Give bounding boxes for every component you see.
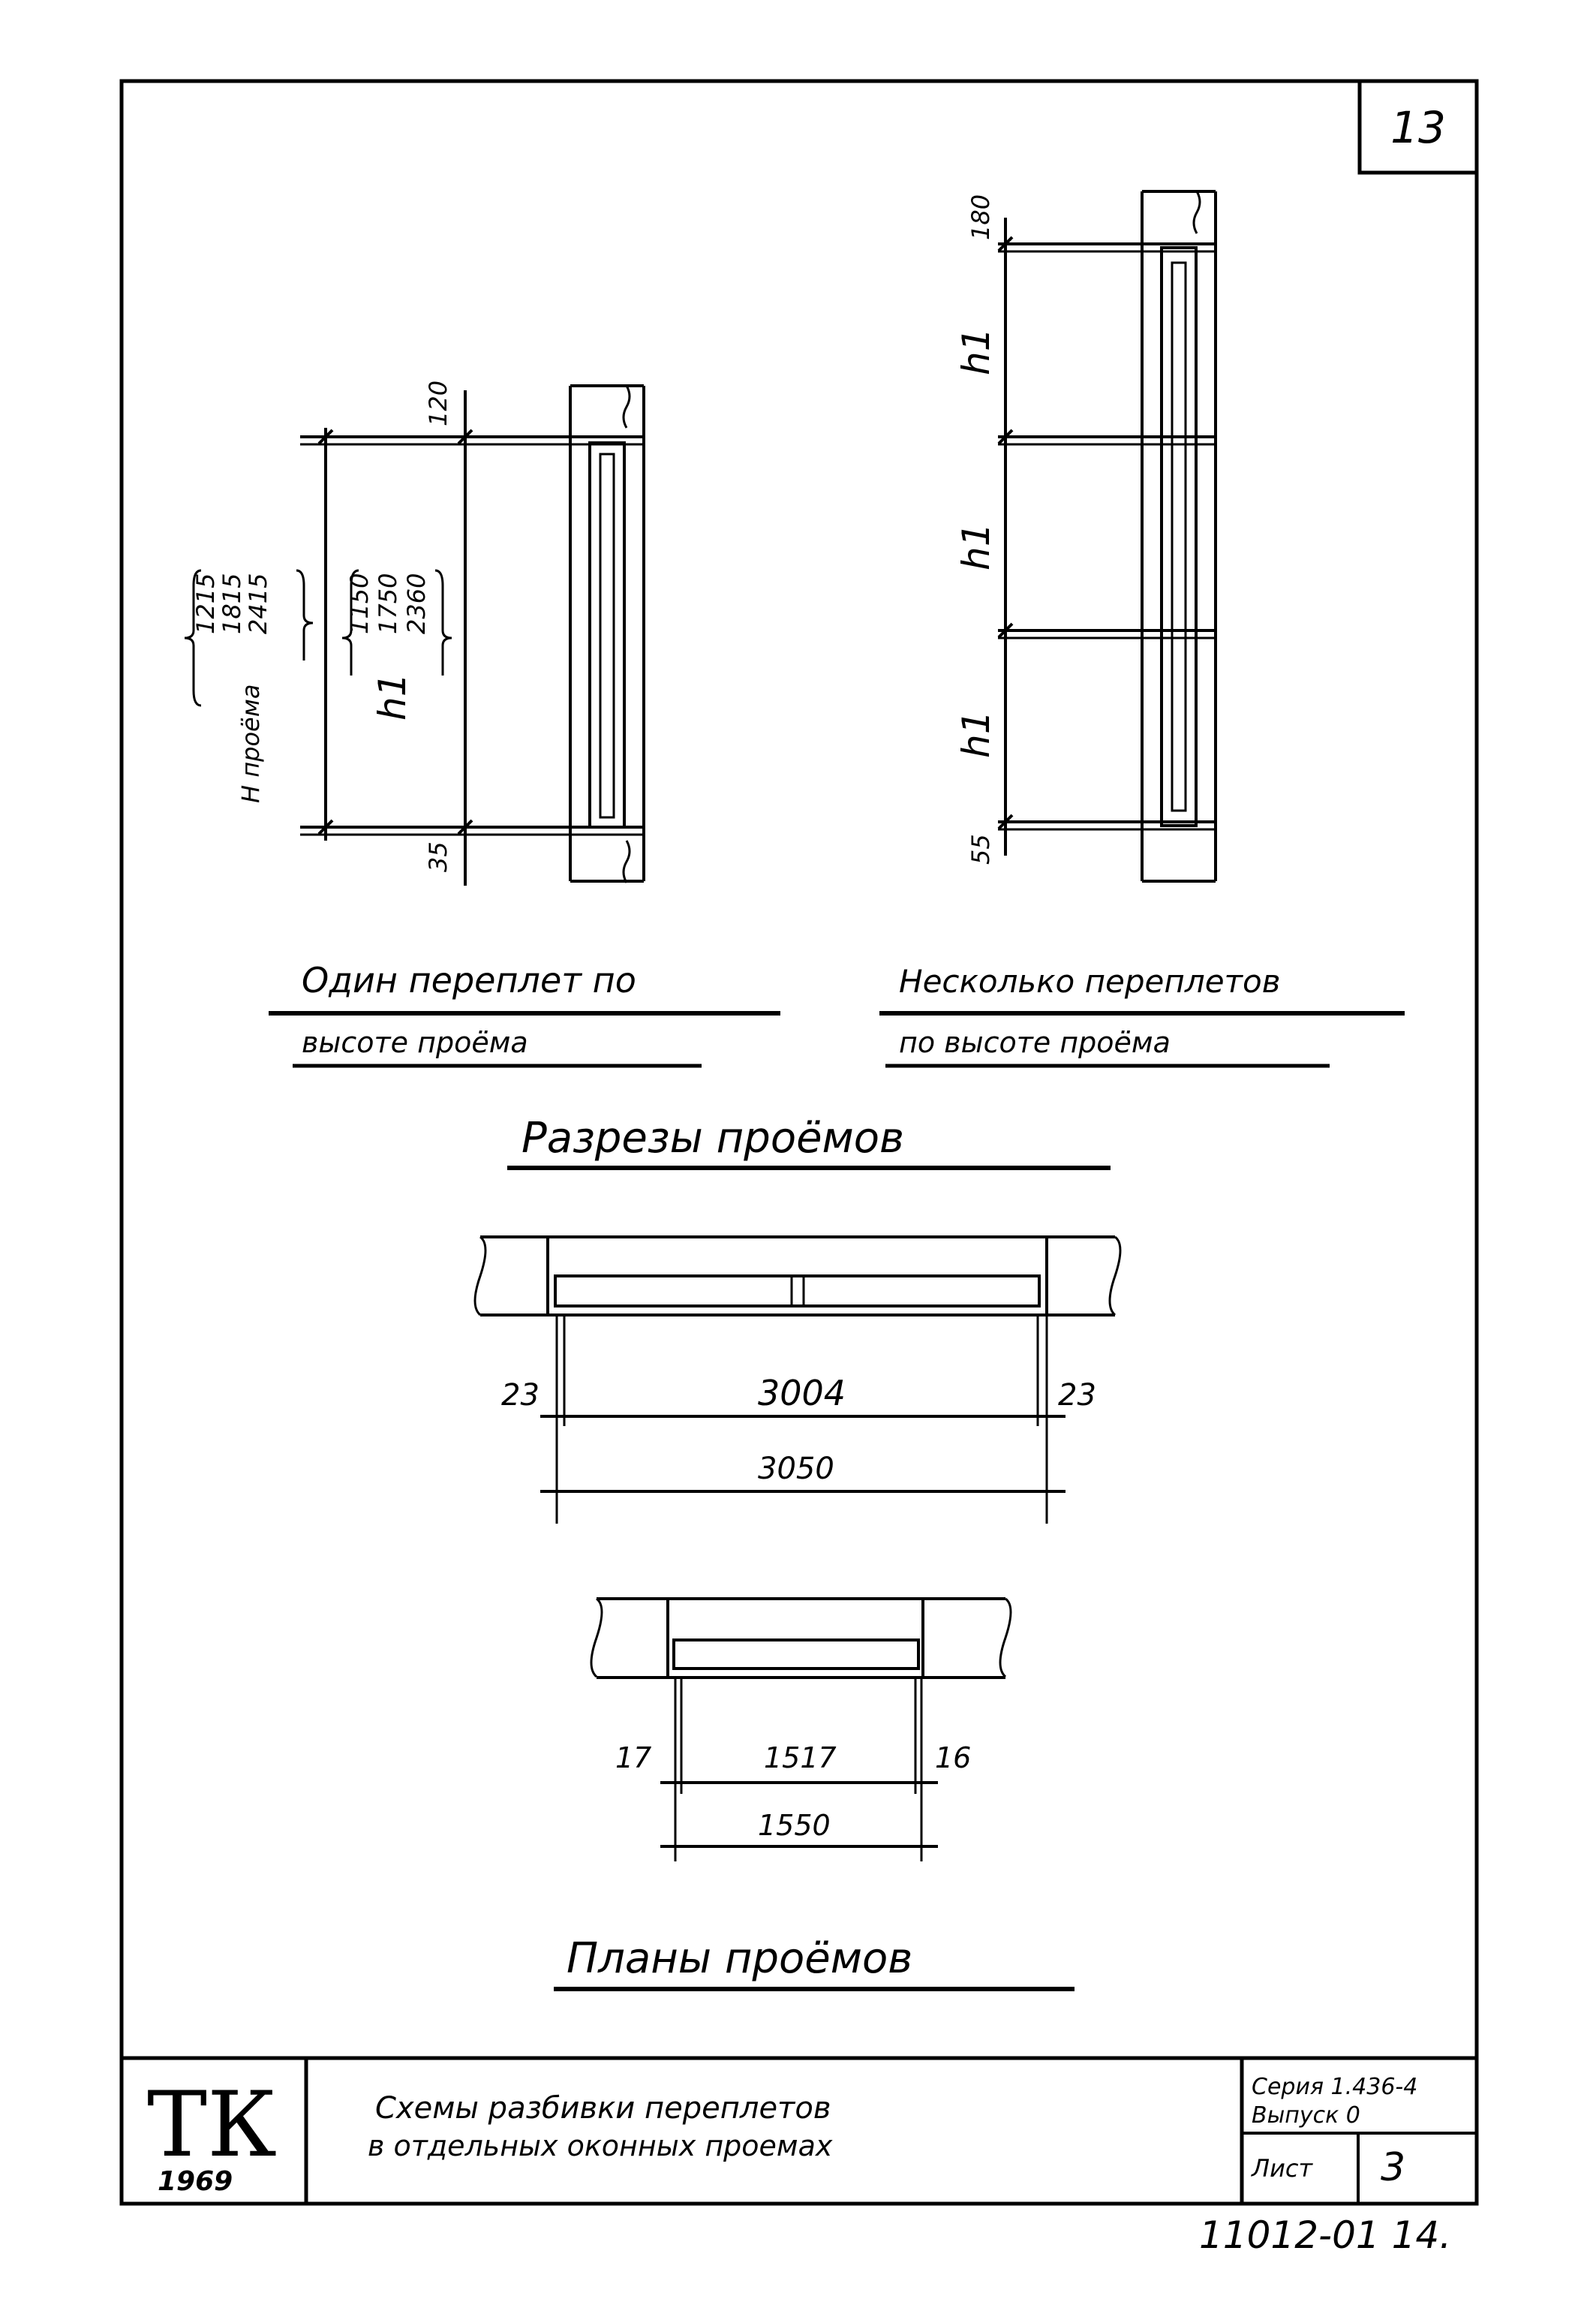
- plan-top: 23 3004 23 3050: [473, 1235, 1122, 1524]
- title-block: ТК 1969 Схемы разбивки переплетов в отде…: [122, 2056, 1477, 2204]
- h1-label-2: h1: [954, 522, 998, 570]
- dim-top-multi: 180: [966, 194, 995, 240]
- section-single-sash: 120 35 1215 1815 2415 H проёма 1150 1750…: [184, 381, 780, 1068]
- caption-multi-line1: Несколько переплетов: [899, 963, 1280, 1000]
- sheet-number-box: 13: [1357, 79, 1479, 175]
- h-value-2: 1815: [218, 573, 246, 634]
- title-line1: Схемы разбивки переплетов: [375, 2091, 831, 2126]
- plan-top-right-gap: 23: [1058, 1378, 1096, 1413]
- caption-multi-line2: по высоте проёма: [899, 1026, 1171, 1059]
- sheet-label: Лист: [1251, 2154, 1313, 2183]
- title-line2: в отдельных оконных проемах: [368, 2129, 833, 2162]
- h-value-3: 2415: [244, 573, 272, 634]
- dim-top: 120: [424, 381, 452, 426]
- h1-label-1: h1: [954, 327, 998, 375]
- sheet-frame: [119, 79, 1479, 2206]
- series: Серия 1.436-4: [1252, 2074, 1417, 2100]
- plan-top-total: 3050: [758, 1452, 834, 1486]
- issue: Выпуск 0: [1252, 2102, 1360, 2129]
- caption-single-line1: Один переплет по: [302, 960, 636, 1001]
- h-value-1: 1215: [191, 573, 220, 634]
- plans-title: Планы проёмов: [567, 1934, 912, 1983]
- sections-title: Разрезы проёмов: [521, 1114, 904, 1163]
- plan-top-left-gap: 23: [501, 1378, 540, 1413]
- sheet-value: 3: [1381, 2145, 1405, 2190]
- footer-code: 11012-01 14.: [1199, 2213, 1451, 2257]
- h-label: H проёма: [236, 685, 265, 803]
- caption-single-line2: высоте проёма: [302, 1026, 528, 1059]
- plan-bottom-total: 1550: [758, 1809, 831, 1842]
- h1-value-1: 1150: [345, 573, 374, 634]
- h1-value-2: 1750: [374, 573, 402, 634]
- dim-bottom-multi: 55: [966, 834, 995, 865]
- sheet-number: 13: [1390, 102, 1446, 153]
- plan-top-inner: 3004: [758, 1373, 846, 1413]
- h1-value-3: 2360: [402, 573, 431, 634]
- plan-bottom: 17 1517 16 1550: [590, 1597, 1012, 1861]
- plan-bottom-inner: 1517: [764, 1741, 837, 1774]
- dim-bottom: 35: [424, 841, 452, 872]
- section-multi-sash: 180 55 h1 h1 h1 Несколько переплетов по …: [879, 190, 1405, 1068]
- h1-label-3: h1: [954, 710, 998, 758]
- plan-bottom-right-gap: 16: [935, 1741, 971, 1774]
- logo-tk: ТК: [147, 2073, 277, 2177]
- year: 1969: [158, 2166, 233, 2197]
- plan-bottom-left-gap: 17: [615, 1741, 651, 1774]
- h1-label: h1: [371, 673, 414, 721]
